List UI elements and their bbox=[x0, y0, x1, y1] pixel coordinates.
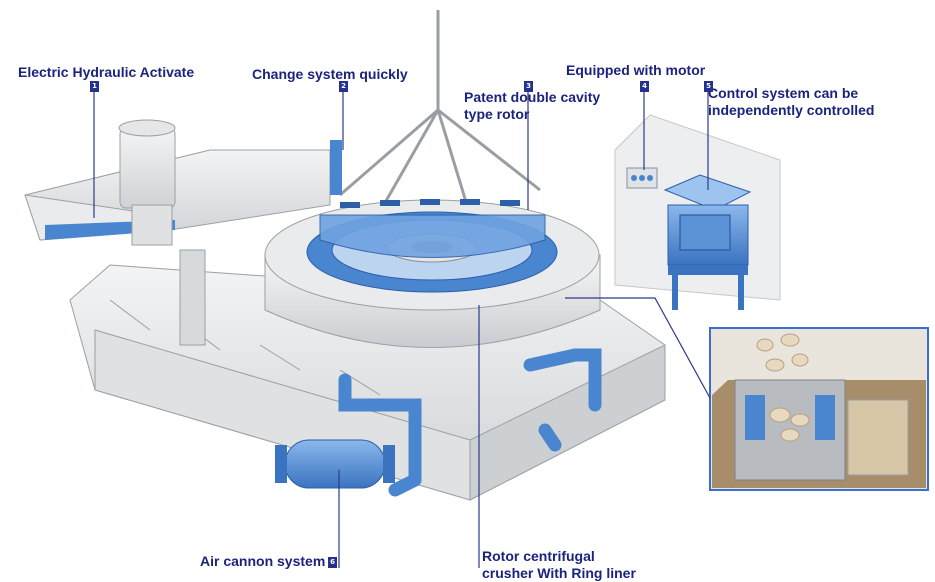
label-rotor-crusher-line2: crusher With Ring liner bbox=[482, 565, 636, 581]
leader-lines bbox=[93, 92, 711, 568]
air-cannon-tank bbox=[275, 439, 395, 489]
crusher-ring bbox=[264, 199, 601, 348]
label-patent-rotor-line2: type rotor bbox=[464, 106, 530, 122]
label-patent-rotor-line1: Patent double cavity bbox=[464, 89, 601, 105]
label-rotor-crusher-line1: Rotor centrifugal bbox=[482, 548, 595, 564]
badge-6: 6 bbox=[328, 557, 337, 568]
label-control-system-line2: independently controlled bbox=[708, 102, 875, 118]
lifting-chain bbox=[339, 10, 541, 216]
control-cabinet bbox=[663, 174, 752, 310]
label-change-system: Change system quickly bbox=[252, 66, 408, 82]
badge-4: 4 bbox=[640, 81, 649, 92]
inset-detail bbox=[709, 327, 929, 491]
feed-arm bbox=[24, 119, 342, 346]
label-air-cannon: Air cannon system bbox=[200, 553, 326, 569]
label-electric-hydraulic: Electric Hydraulic Activate bbox=[18, 64, 195, 80]
label-equipped-motor: Equipped with motor bbox=[566, 62, 706, 78]
badge-1: 1 bbox=[90, 81, 99, 92]
badge-5: 5 bbox=[704, 81, 713, 92]
label-control-system-line1: Control system can be bbox=[708, 85, 859, 101]
badge-2: 2 bbox=[339, 81, 348, 92]
badge-3: 3 bbox=[524, 81, 533, 92]
pipe-system bbox=[338, 348, 602, 497]
